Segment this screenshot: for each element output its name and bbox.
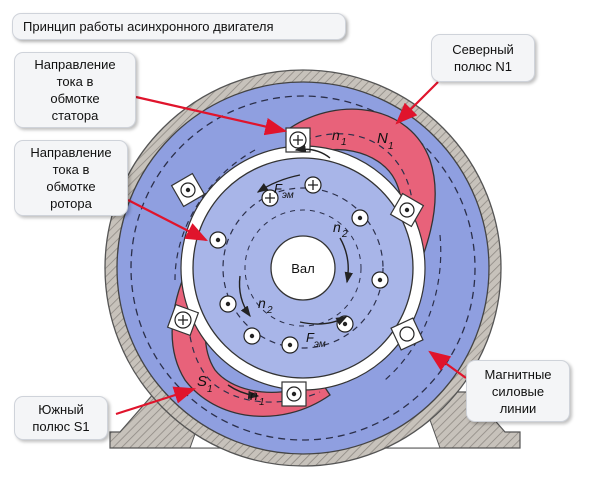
rotor-conductors [209,176,389,354]
fem-top-label: F [274,181,283,196]
rotor-conductor [219,295,237,313]
arrow-stator-current [135,95,288,136]
rotor-conductor [243,327,261,345]
n1-pole-label: N [377,130,388,147]
callout-arrows [115,81,467,416]
stator-slot-left [166,303,200,337]
n1-top-label: n [332,127,340,143]
field-line-right [384,234,442,381]
n1-bottom-subscript: 1 [259,397,265,408]
n2-bottom-subscript: 2 [266,305,273,316]
rotor-conductor [351,209,369,227]
callout-rotor-current: Направление тока в обмотке ротора [14,140,128,216]
stator-slots [166,127,425,407]
stator-slot-bottom [281,381,307,407]
rotation-arrows [227,144,353,400]
fem-bottom-subscript: эм [314,339,326,350]
shaft [270,235,336,301]
callout-field-lines: Магнитные силовые линии [466,360,570,422]
rotor-field-line-inner [244,209,362,327]
rotor-conductor [261,189,279,207]
s1-pole-subscript: 1 [207,384,213,395]
n1-pole-subscript: 1 [388,141,394,152]
shaft-label: Вал [291,261,315,276]
arrow-south-pole [115,386,197,416]
n1-top-subscript: 1 [341,137,347,148]
diagram-title: Принцип работы асинхронного двигателя [12,13,346,40]
s1-pole-label: S [197,373,207,390]
arrow-field-lines [428,350,467,379]
field-line-left [174,149,256,281]
stator-slot-upper-left [170,172,206,208]
diagram-marks: n 1 N 1 S 1 n 1 n 2 n 2 F эм F эм [197,127,394,408]
n2-right-label: n [333,219,341,235]
fem-top-subscript: эм [282,190,294,201]
rotor-field-line [222,187,384,349]
rotor-conductor [371,271,389,289]
rotor-conductor [336,315,354,333]
n2-bottom-label: n [258,295,266,311]
fem-bottom-label: F [306,330,315,345]
callout-north-pole: Северный полюс N1 [431,34,535,82]
arrow-rotor-current [127,199,208,242]
stator-slot-right [389,192,425,228]
stator-slot-top [285,127,311,153]
rotor-conductor [209,231,227,249]
stator-slot-lower-right [390,317,424,351]
field-line-outer [130,95,476,441]
n1-bottom-label: n [250,387,258,403]
callout-south-pole: Южный полюс S1 [14,396,108,440]
n2-right-subscript: 2 [341,229,348,240]
callout-stator-current: Направление тока в обмотке статора [14,52,136,128]
rotor-conductor [304,176,322,194]
rotor-conductor [281,336,299,354]
arrow-north-pole [395,81,439,125]
